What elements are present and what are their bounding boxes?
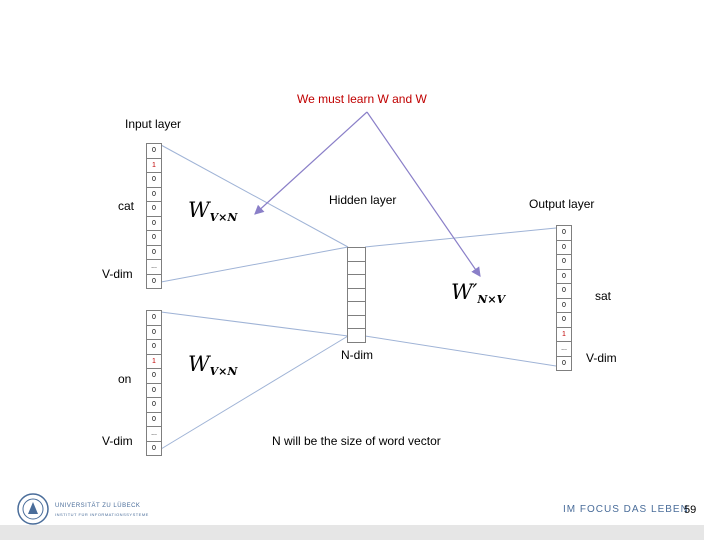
arrow-to-wprime [366, 111, 481, 277]
vector-cell: 0 [147, 413, 161, 427]
page-number: 59 [684, 504, 697, 516]
hidden-cell [348, 289, 365, 302]
vector-cell: 0 [557, 357, 571, 371]
vector-cell: 0 [557, 241, 571, 255]
hidden-cell [348, 302, 365, 316]
vector-cell: 0 [147, 246, 161, 260]
learn-note: We must learn W and W [297, 92, 427, 106]
vector-cell: 0 [147, 384, 161, 398]
vdim-label: V-dim [102, 267, 133, 281]
vector-cell: 0 [147, 231, 161, 246]
hidden-cell [348, 275, 365, 289]
connector-line [160, 144, 349, 248]
vector-cell: 0 [147, 144, 161, 159]
connector-line [160, 311, 349, 337]
hidden-cell [348, 316, 365, 329]
output-vector: 0 0 0 0 0 0 0 1 ... 0 [556, 225, 572, 371]
vector-cell: 0 [557, 226, 571, 241]
vector-cell: ... [557, 342, 571, 357]
vector-cell: 0 [557, 299, 571, 313]
vector-cell: ... [147, 260, 161, 275]
hidden-layer-vector [347, 247, 366, 343]
ndim-label: N-dim [341, 348, 373, 362]
hidden-layer-label: Hidden layer [329, 193, 397, 207]
arrow-to-w [254, 111, 368, 215]
connector-line [160, 246, 349, 283]
vector-cell: 0 [147, 188, 161, 202]
vector-cell: 0 [557, 313, 571, 328]
weight-w-label: WV×N [188, 352, 238, 378]
university-name: UNIVERSITÄT ZU LÜBECK [55, 503, 141, 509]
vdim-label: V-dim [102, 434, 133, 448]
connector-line [364, 335, 557, 367]
footer-bar [0, 525, 704, 540]
vector-cell: 0 [147, 173, 161, 188]
connector-line [160, 335, 349, 450]
weight-w-label: WV×N [188, 198, 238, 224]
vector-cell: 1 [147, 355, 161, 369]
input-vector-on: 0 0 0 1 0 0 0 0 ... 0 [146, 310, 162, 456]
hidden-cell [348, 329, 365, 343]
vector-cell: 0 [147, 202, 161, 217]
vector-cell: 1 [147, 159, 161, 173]
connector-line [364, 227, 557, 248]
vector-cell: 0 [557, 270, 571, 284]
vector-cell: 0 [557, 255, 571, 270]
weight-wprime-label: W′N×V [451, 280, 506, 306]
vector-cell: 0 [147, 442, 161, 456]
hidden-cell [348, 262, 365, 275]
input-vector-cat: 0 1 0 0 0 0 0 0 ... 0 [146, 143, 162, 289]
vector-size-note: N will be the size of word vector [272, 434, 441, 448]
output-layer-label: Output layer [529, 197, 595, 211]
vector-cell: 0 [147, 326, 161, 340]
vdim-label: V-dim [586, 351, 617, 365]
vector-cell: 0 [147, 275, 161, 289]
vector-cell: ... [147, 427, 161, 442]
university-seal-icon [17, 493, 49, 525]
vector-cell: 0 [147, 311, 161, 326]
vector-cell: 0 [147, 398, 161, 413]
vector-cell: 1 [557, 328, 571, 342]
input-layer-label: Input layer [125, 117, 182, 131]
vector-cell: 0 [147, 340, 161, 355]
word-cat-label: cat [118, 199, 135, 213]
university-subtitle: INSTITUT FÜR INFORMATIONSSYSTEME [55, 512, 149, 517]
hidden-cell [348, 248, 365, 262]
vector-cell: 0 [147, 217, 161, 231]
vector-cell: 0 [557, 284, 571, 299]
vector-cell: 0 [147, 369, 161, 384]
word-on-label: on [118, 372, 132, 386]
footer-slogan: IM FOCUS DAS LEBEN [563, 504, 689, 515]
word-sat-label: sat [595, 289, 612, 303]
